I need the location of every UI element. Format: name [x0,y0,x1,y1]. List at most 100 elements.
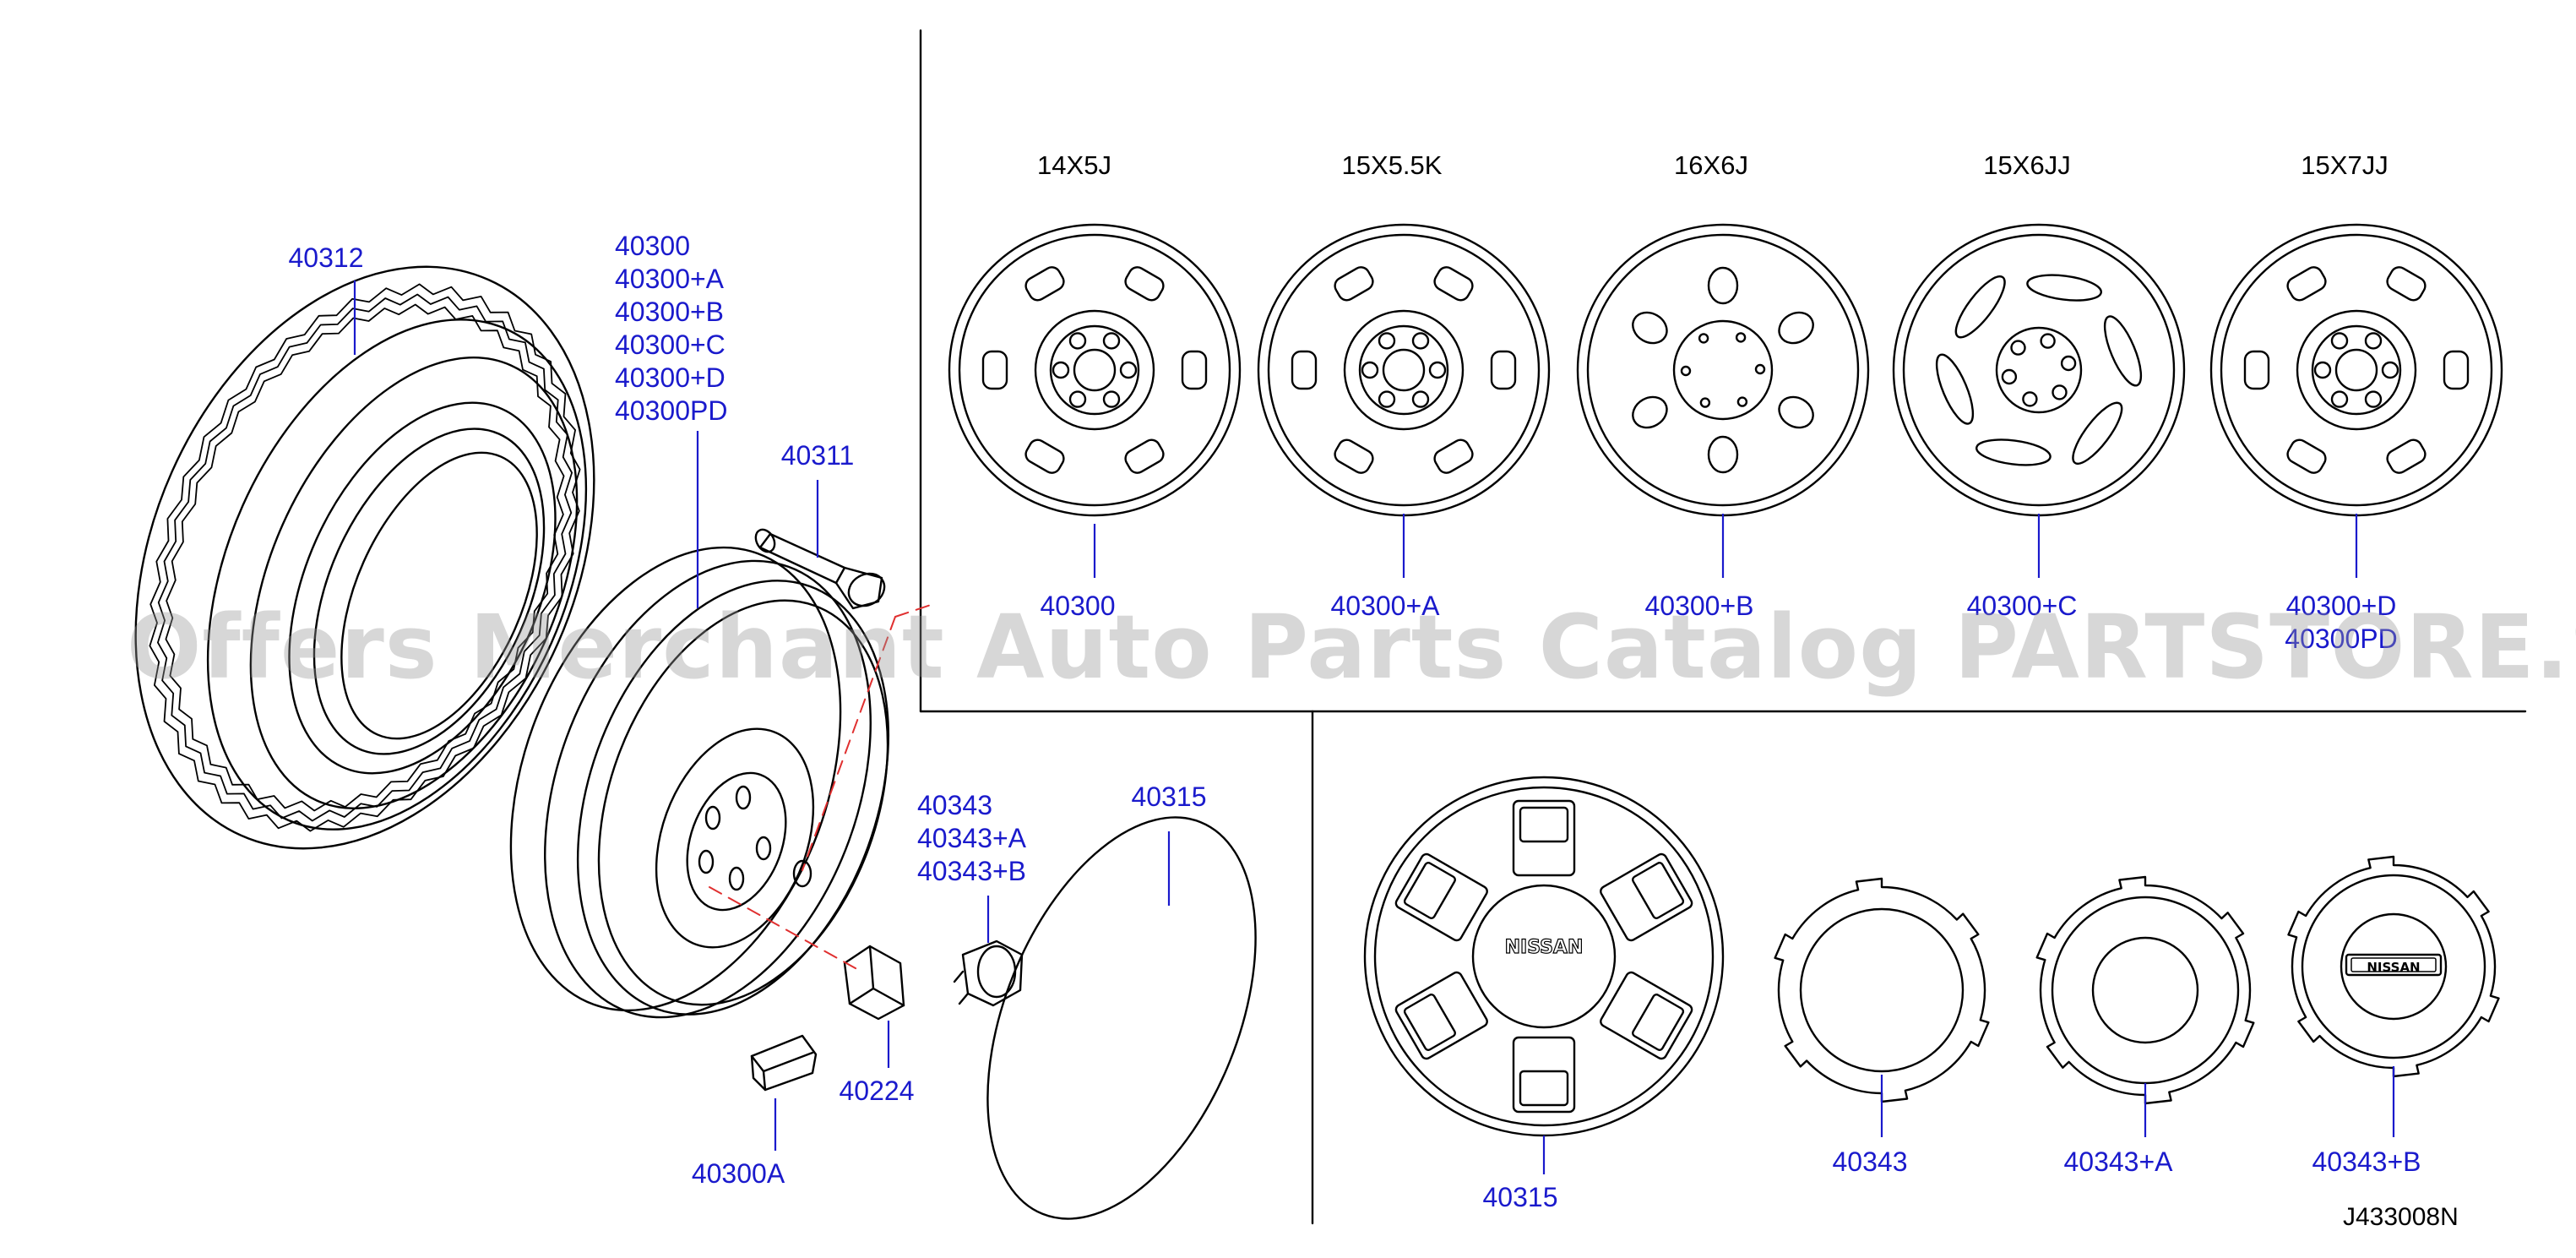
cover-tab [1394,852,1488,942]
callout-wheel-cover-group: 40315 [1131,781,1207,812]
lug-hole [1119,361,1138,379]
hub [1672,319,1774,421]
wheel-variant [2209,223,2503,517]
spoke-window [1935,353,1975,425]
wheel-option-label: 40300+D 40300PD [2285,590,2397,656]
center-cap-plain [1774,877,1990,1103]
hub-cap-small [953,939,1024,1007]
diagram-stroke [2301,874,2486,1059]
cover-tab-inner [1631,994,1685,1051]
diagram-stroke [2345,953,2443,977]
callout-wheel-assembly: 40300 40300+A 40300+B 40300+C 40300+D 40… [615,230,727,428]
vent-slot [1024,438,1065,474]
rim-outer [2209,223,2503,517]
diagram-stroke [894,603,934,618]
vent-slot [1433,266,1474,302]
lug-hole [1052,361,1070,379]
wheel-variant [1892,223,2186,517]
valve-stem [754,528,886,610]
wheel-size-16x6j: 16X6J [1674,150,1748,180]
callout-wheel-line: 40300 [615,231,690,261]
wheel-nut [843,945,905,1021]
hub [1995,326,2083,414]
diagram-stroke [1373,786,1715,1127]
diagram-stroke [762,1051,814,1073]
vent-slot [1024,266,1065,302]
diagram-stroke [754,528,776,553]
diagram-stroke [728,866,745,891]
diagram-stroke [802,616,896,871]
diagram-stroke [1394,799,1693,1114]
wheel-size-15x5-5k: 15X5.5K [1341,150,1443,180]
leader-lines [353,280,2395,1174]
diagram-stroke [755,836,772,861]
vent-hole [1632,395,1668,429]
cover-tab [1512,799,1576,877]
diagram-code: J433008N [2343,1203,2459,1231]
vent-slot [2386,266,2427,302]
vent-slot [1124,266,1165,302]
lug-hole [2330,332,2349,350]
rim-inner [1267,233,1541,507]
wheel-variants [948,223,2503,517]
callout-balance-weight: 40300A [691,1158,785,1189]
diagram-stroke [843,945,905,1021]
lug-hole [1378,332,1396,350]
lug-hole [1378,390,1396,408]
callout-valve: 40311 [780,440,855,471]
cover-label: 40315 [1482,1182,1558,1212]
diagram-stroke [2051,896,2240,1085]
callout-wheel-line: 40300+D [615,362,726,393]
callout-cap-line: 40343+A [917,823,1027,853]
vent-slot [1124,438,1165,474]
diagram-stroke [249,357,579,809]
callout-wheel-line: 40300+C [615,329,726,360]
callout-tire: 40312 [288,242,364,273]
cover-tab [1600,852,1693,942]
rim-inner [958,233,1231,507]
lug-hole [2364,332,2383,350]
lug-hole [2313,361,2332,379]
lug-hole [1680,365,1692,377]
wheel-variant [1576,223,1870,517]
steel-wheel [509,546,890,1019]
diagram-stroke [698,849,715,874]
diagram-stroke [686,771,787,912]
wheel-option-label: 40300 [1040,591,1116,621]
callout-center-cap-group: 40343 40343+A 40343+B [917,789,1026,888]
diagram-stroke [655,727,815,949]
wheel-variant [1257,223,1551,517]
vent-slot [2286,266,2327,302]
center-cap-ring [2035,875,2255,1105]
wheel-option-label: 40300+A [1330,591,1440,621]
diagram-stroke [735,785,752,810]
wheel-size-15x6jj: 15X6JJ [1983,150,2071,180]
spoke-window [1975,438,2052,466]
diagram-stroke [2091,936,2199,1044]
diagram-stroke [847,572,886,607]
diagram-stroke [1471,884,1617,1029]
lug-hole [1102,332,1121,350]
rim-inner [2220,233,2493,507]
lug-hole [1754,363,1766,375]
tire [134,265,595,850]
lug-hole [2364,390,2383,408]
cover-label: 40343+A [2063,1146,2173,1177]
vent-slot [1334,266,1374,302]
vent-slot [981,350,1008,390]
diagram-stroke [340,451,538,740]
wheel-option-line: 40300PD [2285,624,2398,654]
wheel-size-15x7jj: 15X7JJ [2301,150,2389,180]
center-bore [2334,348,2378,392]
vent-slot [1433,438,1474,474]
cap-outline [1774,877,1990,1103]
vent-hole [1778,311,1814,345]
rim-outer [1257,223,1551,517]
cover-label: 40343 [1832,1146,1908,1177]
cover-tab [1600,971,1693,1060]
cover-tab-inner [1519,806,1569,843]
tire-tread [149,283,581,832]
diagram-stroke [509,546,842,1012]
